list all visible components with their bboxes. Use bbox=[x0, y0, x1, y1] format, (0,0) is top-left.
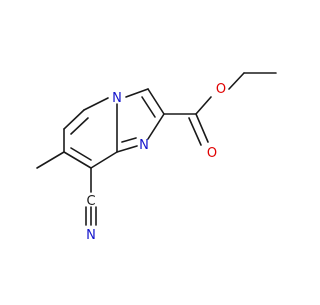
bond-c7-c8-double bbox=[70, 147, 92, 161]
bond-n1-c8a-double bbox=[121, 137, 137, 143]
atom-labels: N N C N O O bbox=[86, 82, 226, 243]
bond-c5-c6 bbox=[63, 109, 85, 130]
bond-carbonyl-o bbox=[195, 113, 209, 143]
atom-imine-nitrogen: N bbox=[139, 138, 149, 153]
bond-n4-c5 bbox=[83, 97, 109, 111]
bond-c3-c2-double bbox=[141, 96, 156, 118]
bond-c5-c6-double bbox=[70, 117, 89, 135]
structure-canvas: N N C N O O bbox=[36, 72, 277, 243]
bond-carbonyl-o-double bbox=[188, 117, 202, 146]
atom-ester-oxygen: O bbox=[216, 82, 226, 97]
bond-carbonyl-ester-o bbox=[195, 96, 212, 115]
bond-ester-o-ch2 bbox=[228, 72, 245, 90]
atom-nitrile-nitrogen: N bbox=[86, 228, 96, 243]
atom-carbonyl-oxygen: O bbox=[207, 146, 217, 161]
atom-ring-nitrogen: N bbox=[112, 91, 122, 106]
bond-c2-n1 bbox=[147, 113, 165, 140]
bond-n1-c8a bbox=[116, 145, 138, 153]
molecule-diagram: N N C N O O bbox=[36, 72, 277, 243]
bond-n4-c3 bbox=[125, 88, 149, 98]
bond-c8-c8a bbox=[90, 151, 118, 169]
bond-c7-methyl bbox=[36, 151, 65, 169]
bond-c3-c2 bbox=[147, 88, 165, 115]
bonds bbox=[36, 72, 277, 226]
atom-nitrile-carbon: C bbox=[86, 194, 95, 209]
bond-c7-c8 bbox=[63, 151, 92, 169]
